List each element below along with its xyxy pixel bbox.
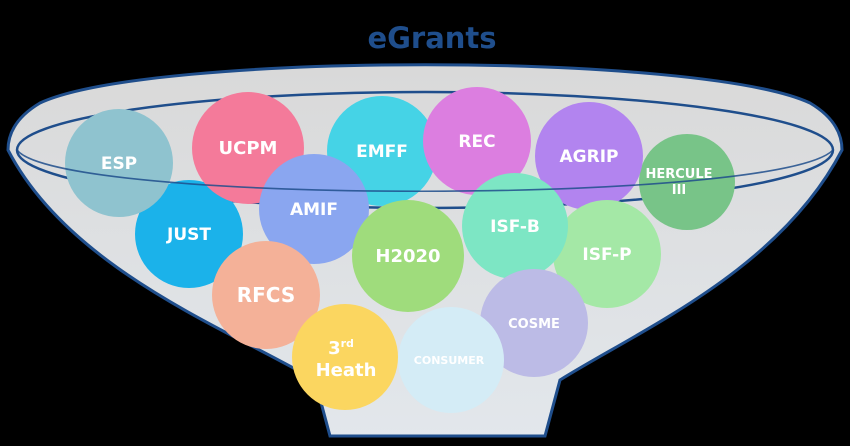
health-label-line2: Heath	[316, 360, 377, 381]
hercule-label-line1: HERCULE	[645, 167, 712, 182]
programme-circle-esp: ESP	[65, 109, 173, 217]
hercule-label-line2: III	[672, 183, 687, 198]
emff-label: EMFF	[356, 142, 408, 162]
funnel-rim-front	[16, 149, 834, 193]
programme-circle-consumer: CONSUMER	[398, 307, 504, 413]
programme-circle-rec: REC	[423, 87, 531, 195]
programme-circle-just: JUST	[135, 180, 243, 288]
programme-circle-isfb: ISF-B	[462, 173, 568, 279]
agrip-label: AGRIP	[560, 147, 619, 167]
health-label-line1: 3rd	[328, 337, 354, 359]
esp-label: ESP	[101, 154, 137, 174]
isfb-label: ISF-B	[490, 217, 540, 237]
programme-circle-health: 3rd Heath	[292, 304, 398, 410]
programme-circle-hercule: HERCULE III	[639, 134, 735, 230]
cosme-label: COSME	[508, 317, 560, 332]
h2020-label: H2020	[375, 246, 440, 267]
page-title: eGrants	[367, 21, 496, 55]
programme-circle-amif: AMIF	[259, 154, 369, 264]
programme-circle-h2020: H2020	[352, 200, 464, 312]
consumer-label: CONSUMER	[414, 354, 485, 367]
rfcs-label: RFCS	[237, 283, 296, 307]
programme-circle-isfp: ISF-P	[553, 200, 661, 308]
ucpm-label: UCPM	[219, 138, 278, 159]
just-label: JUST	[166, 225, 211, 245]
rec-label: REC	[458, 132, 495, 152]
programme-circle-agrip: AGRIP	[535, 102, 643, 210]
isfp-label: ISF-P	[582, 245, 631, 265]
programme-circle-cosme: COSME	[480, 269, 588, 377]
programme-circle-rfcs: RFCS	[212, 241, 320, 349]
amif-label: AMIF	[290, 200, 338, 220]
